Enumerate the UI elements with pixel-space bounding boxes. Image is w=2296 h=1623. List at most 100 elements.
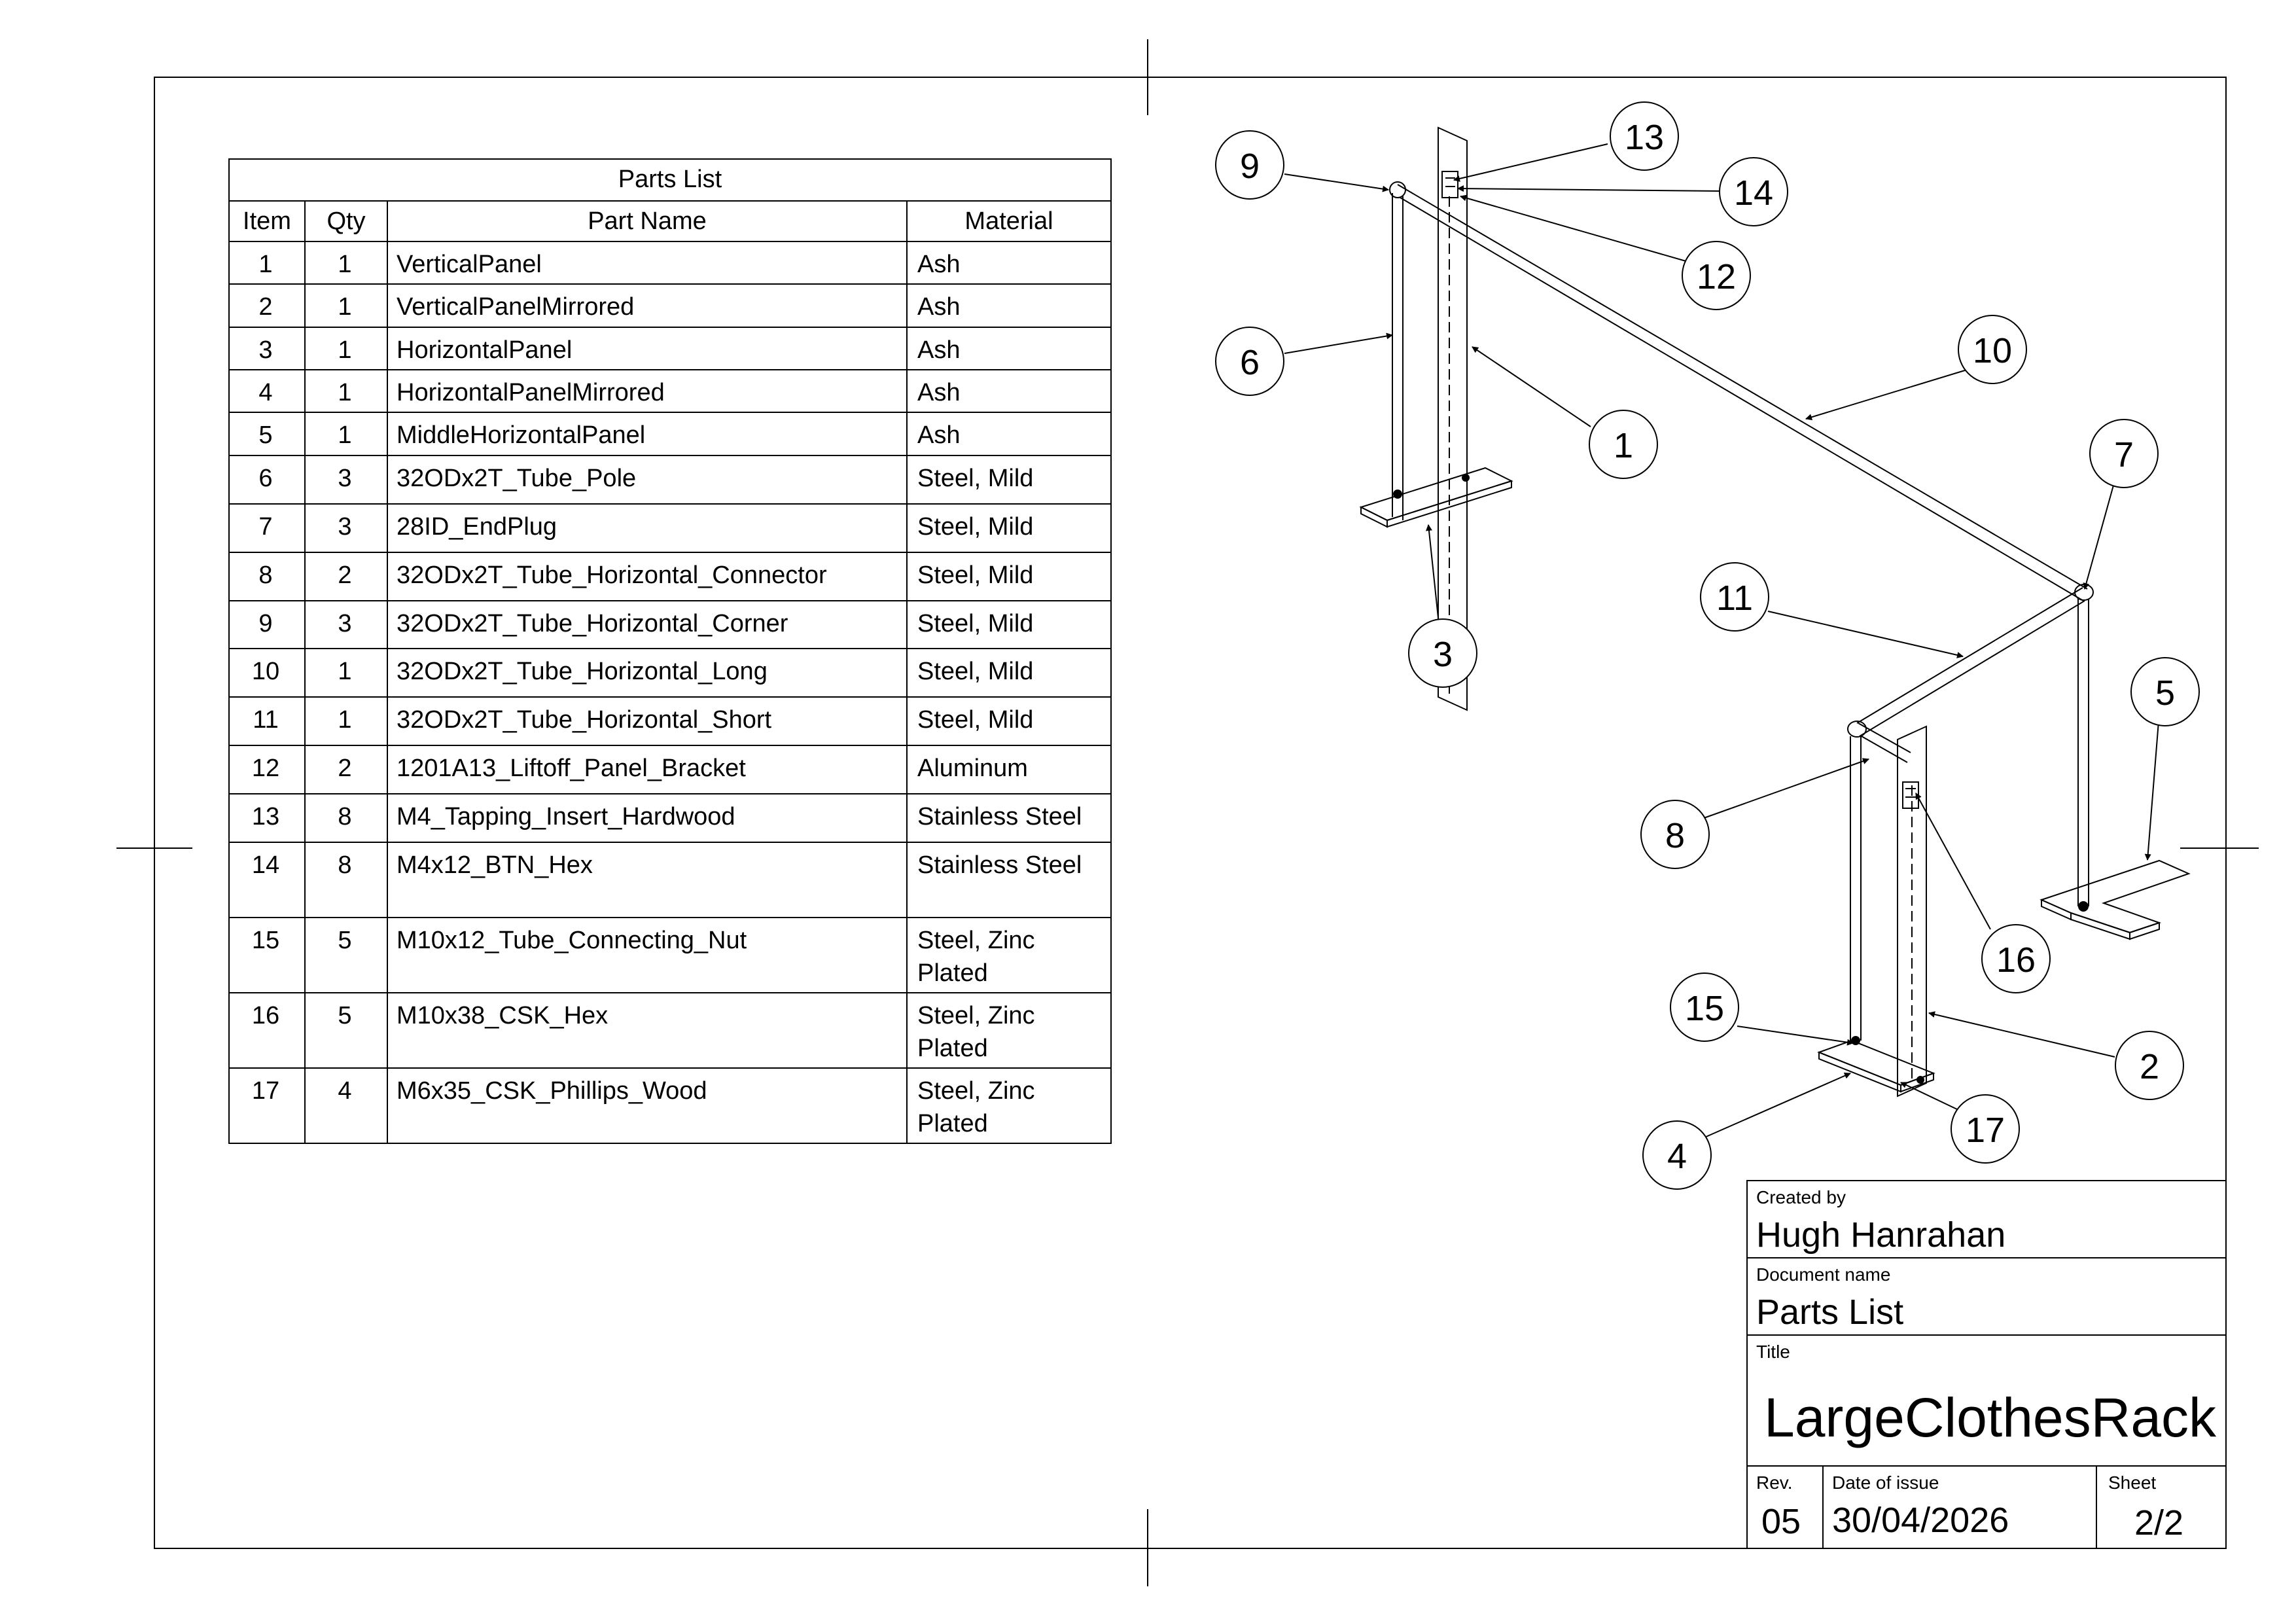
leader-lines	[1284, 143, 2160, 1138]
balloon-15	[1670, 972, 1739, 1042]
cell-qty: 1	[338, 658, 352, 685]
cell-name: M4_Tapping_Insert_Hardwood	[397, 803, 735, 830]
balloon-label-11: 11	[1716, 579, 1753, 618]
cell-item: 14	[251, 851, 280, 879]
cell-name: M10x38_CSK_Hex	[397, 1002, 609, 1029]
balloon-label-16: 16	[1996, 940, 2036, 980]
balloon-label-8: 8	[1665, 816, 1685, 855]
cell-name: 32ODx2T_Tube_Horizontal_Short	[397, 706, 772, 734]
header-material: Material	[964, 207, 1053, 235]
balloon-labels: 1 2 3 4 5 6 7 8 9 10 11 12 13 14 15 16 1…	[1240, 118, 2175, 1176]
document-name-value: Parts List	[1756, 1293, 1904, 1332]
balloon-17	[1951, 1094, 2020, 1164]
cell-material: Ash	[917, 293, 961, 321]
header-part-name: Part Name	[588, 207, 707, 235]
cell-qty: 5	[338, 1002, 352, 1029]
cell-item: 17	[251, 1077, 280, 1105]
cell-name: HorizontalPanelMirrored	[397, 379, 665, 406]
balloon-14	[1719, 157, 1788, 226]
cell-item: 8	[258, 562, 273, 589]
cell-qty: 5	[338, 927, 352, 954]
rev-value: 05	[1761, 1502, 1801, 1541]
cell-name: 28ID_EndPlug	[397, 513, 557, 541]
balloon-label-1: 1	[1614, 426, 1633, 465]
balloons	[1215, 101, 2200, 1190]
balloon-2	[2115, 1031, 2184, 1100]
rev-label: Rev.	[1756, 1472, 1793, 1493]
balloon-label-3: 3	[1433, 635, 1453, 674]
cell-material: Aluminum	[917, 755, 1028, 782]
cell-name: VerticalPanel	[397, 251, 542, 278]
cell-name: M4x12_BTN_Hex	[397, 851, 593, 879]
parts-list-grid	[228, 158, 1112, 1144]
balloon-label-4: 4	[1667, 1137, 1687, 1176]
cell-item: 6	[258, 465, 273, 492]
cell-item: 1	[258, 251, 273, 278]
cell-name: 32ODx2T_Tube_Horizontal_Long	[397, 658, 768, 685]
balloon-label-14: 14	[1734, 173, 1773, 213]
created-by-label: Created by	[1756, 1187, 1846, 1207]
cell-item: 16	[251, 1002, 280, 1029]
cell-material: Stainless Steel	[917, 803, 1082, 830]
balloon-11	[1700, 562, 1769, 632]
cell-qty: 3	[338, 513, 352, 541]
sheet-border	[154, 77, 2227, 1549]
created-by-value: Hugh Hanrahan	[1756, 1215, 2006, 1255]
assembly-view	[1359, 126, 2191, 1097]
cell-material: Steel, Zinc Plated	[917, 927, 1035, 987]
header-item: Item	[243, 207, 291, 235]
cell-qty: 1	[338, 379, 352, 406]
balloon-16	[1981, 924, 2051, 993]
cell-name: 32ODx2T_Tube_Pole	[397, 465, 637, 492]
balloon-label-9: 9	[1240, 147, 1260, 186]
cell-qty: 1	[338, 293, 352, 321]
balloon-5	[2130, 657, 2200, 726]
cell-item: 12	[251, 755, 280, 782]
cell-qty: 1	[338, 706, 352, 734]
cell-material: Steel, Mild	[917, 610, 1034, 637]
cell-name: 1201A13_Liftoff_Panel_Bracket	[397, 755, 746, 782]
cell-item: 9	[258, 610, 273, 637]
balloon-1	[1589, 410, 1658, 479]
cell-qty: 3	[338, 465, 352, 492]
cell-item: 7	[258, 513, 273, 541]
cell-qty: 4	[338, 1077, 352, 1105]
cell-material: Ash	[917, 251, 961, 278]
balloon-label-7: 7	[2114, 435, 2134, 474]
balloon-13	[1610, 101, 1679, 171]
balloon-10	[1958, 315, 2027, 384]
balloon-label-5: 5	[2155, 673, 2175, 713]
cell-material: Steel, Mild	[917, 658, 1034, 685]
cell-material: Steel, Mild	[917, 465, 1034, 492]
cell-qty: 8	[338, 803, 352, 830]
date-value: 30/04/2026	[1832, 1501, 2009, 1540]
cell-item: 11	[253, 706, 279, 734]
title-block-grid	[1746, 1180, 2227, 1549]
cell-item: 15	[251, 927, 280, 954]
cell-name: VerticalPanelMirrored	[397, 293, 635, 321]
date-label: Date of issue	[1832, 1472, 1939, 1493]
cell-material: Steel, Mild	[917, 562, 1034, 589]
cell-item: 2	[258, 293, 273, 321]
balloon-9	[1215, 130, 1284, 200]
cell-name: 32ODx2T_Tube_Horizontal_Corner	[397, 610, 788, 637]
balloon-label-6: 6	[1240, 343, 1260, 382]
cell-material: Steel, Zinc Plated	[917, 1002, 1035, 1062]
cell-item: 13	[251, 803, 280, 830]
cell-item: 5	[258, 421, 273, 449]
balloon-7	[2089, 419, 2159, 488]
balloon-label-13: 13	[1625, 118, 1664, 157]
cell-material: Steel, Mild	[917, 513, 1034, 541]
cell-material: Steel, Zinc Plated	[917, 1077, 1035, 1137]
sheet-value: 2/2	[2134, 1503, 2184, 1543]
balloon-3	[1408, 618, 1477, 688]
parts-list-title: Parts List	[618, 166, 722, 193]
title-label: Title	[1756, 1342, 1790, 1362]
balloon-12	[1682, 241, 1751, 310]
cell-item: 4	[258, 379, 273, 406]
cell-name: 32ODx2T_Tube_Horizontal_Connector	[397, 562, 827, 589]
cell-item: 10	[251, 658, 280, 685]
balloon-label-17: 17	[1966, 1111, 2005, 1150]
